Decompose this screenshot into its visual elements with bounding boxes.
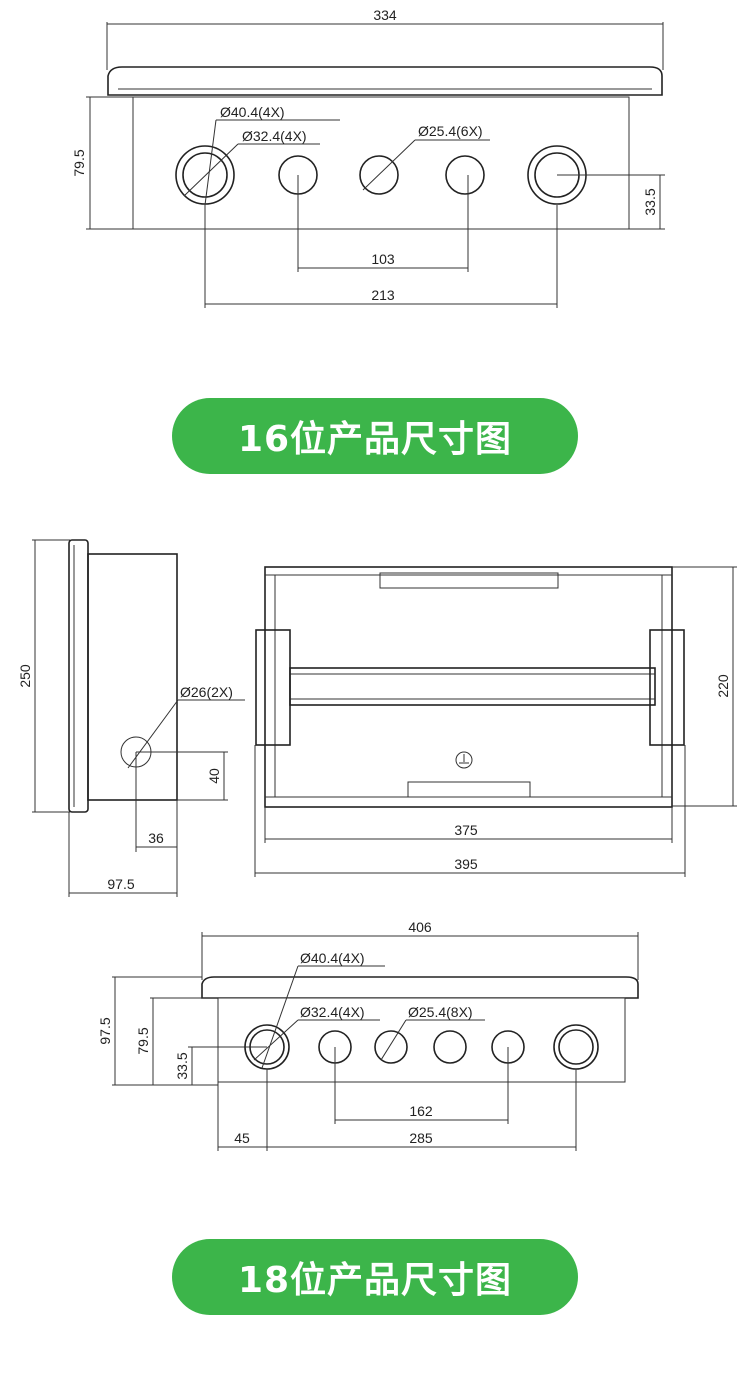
front-view: 220 375 395	[254, 566, 737, 877]
dim-height-label: 79.5	[71, 149, 87, 176]
dim-height-label: 79.5	[135, 1027, 151, 1054]
section-title-16: 16位产品尺寸图	[172, 398, 578, 474]
dim-width-label: 406	[408, 919, 432, 935]
lid	[201, 976, 639, 999]
hole-large-label: Ø40.4(4X)	[220, 104, 285, 120]
dim-width-label: 334	[373, 7, 397, 23]
front-inner-width-label: 375	[454, 822, 478, 838]
front-outer-width-label: 395	[454, 856, 478, 872]
side-hole-height-label: 40	[206, 768, 222, 784]
knockout-holes	[175, 145, 587, 205]
section-title-18: 18位产品尺寸图	[172, 1239, 578, 1315]
center-height-label: 33.5	[642, 188, 658, 215]
ground-icon	[455, 751, 473, 769]
side-hole-label: Ø26(2X)	[180, 684, 233, 700]
dim-total-height-label: 97.5	[97, 1017, 113, 1044]
hole-small-label: Ø25.4(6X)	[418, 123, 483, 139]
spacing-outer-label: 285	[409, 1130, 433, 1146]
hole-medium-label: Ø32.4(4X)	[242, 128, 307, 144]
drawing-16-position: 334 79.5 Ø40.4(4X) Ø32.4(4X) Ø25.4(6X) 3…	[71, 7, 665, 308]
front-height-label: 220	[715, 674, 731, 698]
hole-large-label: Ø40.4(4X)	[300, 950, 365, 966]
side-body	[87, 553, 178, 801]
right-bracket	[649, 629, 685, 746]
left-bracket	[255, 629, 291, 746]
side-height-label: 250	[17, 664, 33, 688]
spacing-outer-label: 213	[371, 287, 395, 303]
hole-medium-label: Ø32.4(4X)	[300, 1004, 365, 1020]
spacing-inner-label: 162	[409, 1103, 433, 1119]
drawing-18-position: 406 97.5 79.5 33.5 Ø40.4(4X) Ø32.4(4X) Ø…	[97, 919, 639, 1151]
side-lid	[68, 539, 89, 813]
center-height-label: 33.5	[174, 1052, 190, 1079]
spacing-inner-label: 103	[371, 251, 395, 267]
side-view: 250 Ø26(2X) 40 36 97.5	[17, 539, 245, 897]
terminal-bar-top	[379, 572, 559, 589]
front-enclosure	[264, 566, 673, 808]
side-hole-offset-label: 36	[148, 830, 164, 846]
hole-small-label: Ø25.4(8X)	[408, 1004, 473, 1020]
enclosure-body	[217, 997, 626, 1083]
enclosure-body	[132, 96, 630, 230]
edge-offset-label: 45	[234, 1130, 250, 1146]
side-depth-label: 97.5	[107, 876, 134, 892]
terminal-bar-bottom	[407, 781, 531, 798]
knockout-holes	[244, 1024, 599, 1070]
lid	[107, 66, 663, 96]
